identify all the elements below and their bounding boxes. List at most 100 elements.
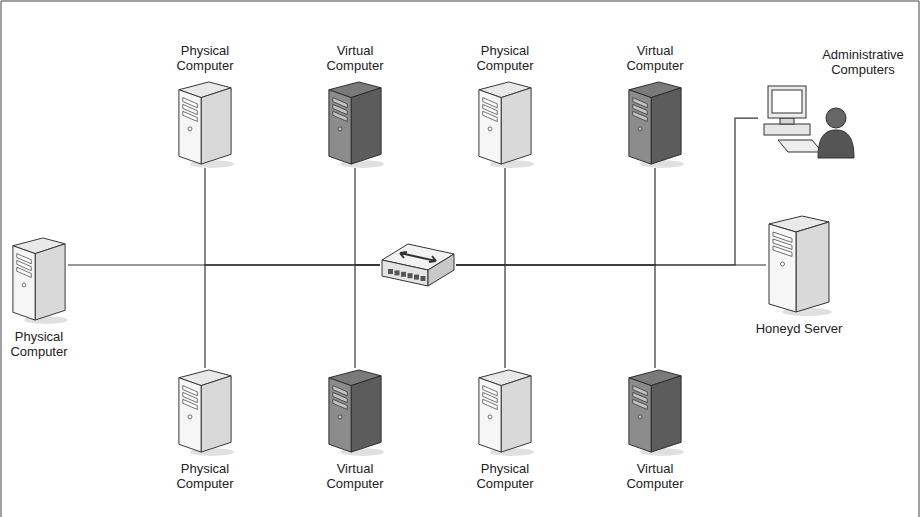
network-cable xyxy=(205,265,380,368)
drive-bay xyxy=(183,399,198,409)
network-cable xyxy=(456,265,655,368)
switch-port xyxy=(408,273,413,278)
power-button xyxy=(188,127,192,131)
drive-bay xyxy=(483,399,498,409)
switch-icon xyxy=(382,244,454,286)
switch-port xyxy=(421,276,426,281)
physical-computer: Physical Computer xyxy=(476,80,534,168)
tower-side xyxy=(796,222,829,312)
computer-icon xyxy=(629,370,684,456)
node-label: Virtual Computer xyxy=(309,462,401,492)
node-outline xyxy=(626,80,684,168)
computer-icon xyxy=(13,238,68,324)
physical-computer: Physical Computer xyxy=(476,368,534,456)
physical-computer: Physical Computer xyxy=(176,368,234,456)
tower-front xyxy=(769,224,796,312)
tower-side xyxy=(201,376,231,452)
switch-port xyxy=(395,270,400,275)
virtual-computer: Virtual Computer xyxy=(626,80,684,168)
administrative-computers: Administrative Computers xyxy=(758,84,858,160)
tower-front xyxy=(629,90,651,164)
switch-port xyxy=(388,269,393,274)
node-outline xyxy=(476,80,534,168)
power-button xyxy=(638,127,642,131)
node-outline xyxy=(626,368,684,456)
node-label: Virtual Computer xyxy=(609,462,701,492)
person-body xyxy=(818,130,854,158)
power-button xyxy=(488,127,492,131)
drive-bay xyxy=(333,111,348,121)
node-outline xyxy=(176,368,234,456)
node-outline xyxy=(758,84,858,160)
honeyd-server: Honeyd Server xyxy=(766,214,832,316)
node-label: Physical Computer xyxy=(459,462,551,492)
power-button xyxy=(188,415,192,419)
monitor xyxy=(768,86,806,118)
tower-front xyxy=(179,90,201,164)
node-outline xyxy=(380,240,456,290)
physical-computer: Physical Computer xyxy=(10,236,68,324)
tower-side xyxy=(351,88,381,164)
person-head xyxy=(826,108,846,128)
network-cable xyxy=(456,265,505,368)
keyboard xyxy=(778,140,822,152)
tower-front xyxy=(179,378,201,452)
node-label: Physical Computer xyxy=(459,44,551,74)
network-switch xyxy=(380,240,456,290)
network-cable xyxy=(355,168,380,265)
tower-front xyxy=(479,90,501,164)
computer-icon xyxy=(479,82,534,168)
drive-bay xyxy=(633,399,648,409)
tower-side xyxy=(201,88,231,164)
tower-side xyxy=(501,88,531,164)
node-label: Honeyd Server xyxy=(753,322,845,337)
virtual-computer: Virtual Computer xyxy=(626,368,684,456)
tower-front xyxy=(629,378,651,452)
power-button xyxy=(22,283,26,287)
network-cable xyxy=(456,168,505,265)
node-outline xyxy=(10,236,68,324)
tower-front xyxy=(479,378,501,452)
network-cable xyxy=(205,168,380,265)
node-outline xyxy=(326,368,384,456)
power-button xyxy=(338,415,342,419)
switch-arrow xyxy=(400,252,436,262)
drive-bay xyxy=(333,399,348,409)
drive-bay xyxy=(183,111,198,121)
tower-side xyxy=(651,88,681,164)
switch-port xyxy=(401,272,406,277)
tower-side xyxy=(351,376,381,452)
tower-side xyxy=(651,376,681,452)
power-button xyxy=(638,415,642,419)
virtual-computer: Virtual Computer xyxy=(326,368,384,456)
power-button xyxy=(338,127,342,131)
computer-icon xyxy=(769,216,832,316)
computer-icon xyxy=(629,82,684,168)
tower-side xyxy=(35,244,65,320)
switch-side xyxy=(428,254,454,286)
node-outline xyxy=(766,214,832,316)
node-label: Virtual Computer xyxy=(609,44,701,74)
drive-bay xyxy=(17,267,32,277)
network-cable xyxy=(355,265,380,368)
computer-icon xyxy=(479,370,534,456)
tower-side xyxy=(501,376,531,452)
tower-front xyxy=(329,90,351,164)
switch-port xyxy=(414,275,419,280)
monitor-stand xyxy=(780,118,794,124)
admin-icon xyxy=(764,86,854,158)
desktop-base xyxy=(764,124,810,135)
computer-icon xyxy=(179,82,234,168)
node-label: Virtual Computer xyxy=(309,44,401,74)
node-label: Physical Computer xyxy=(159,462,251,492)
power-button xyxy=(488,415,492,419)
power-button xyxy=(781,262,785,266)
node-outline xyxy=(326,80,384,168)
physical-computer: Physical Computer xyxy=(176,80,234,168)
tower-front xyxy=(329,378,351,452)
tower-front xyxy=(13,246,35,320)
computer-icon xyxy=(329,370,384,456)
node-outline xyxy=(476,368,534,456)
